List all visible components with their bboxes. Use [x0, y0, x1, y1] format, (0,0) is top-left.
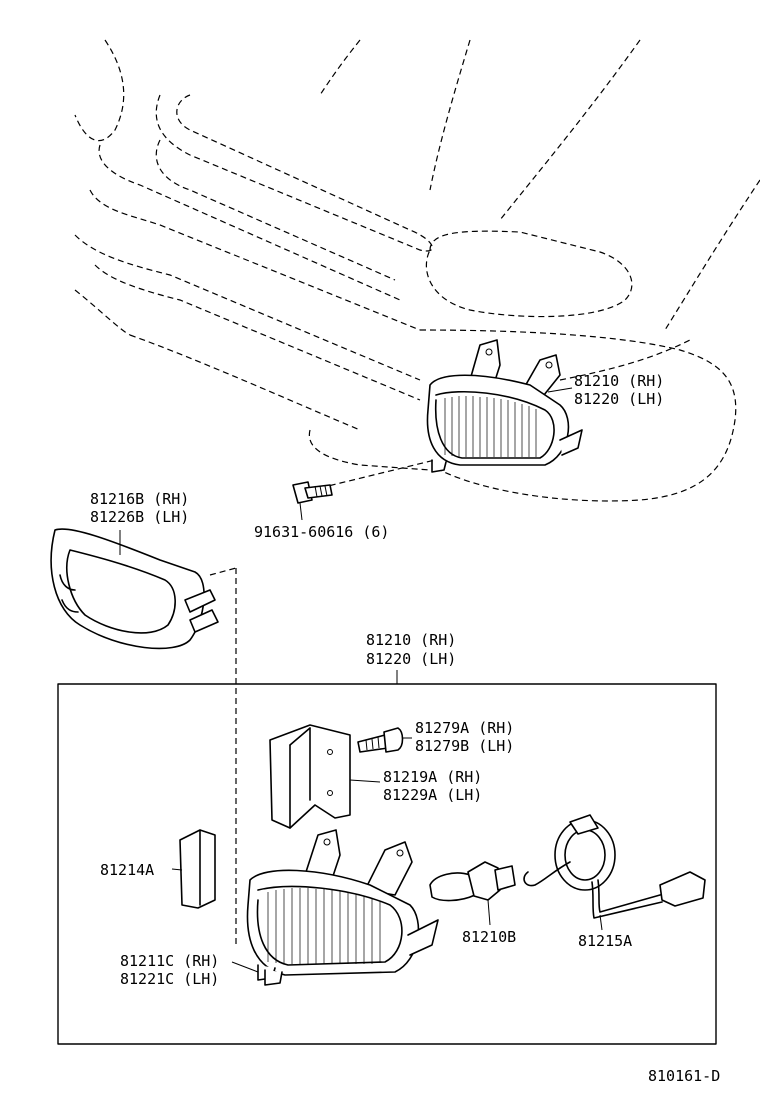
callout-socket: 81215A [578, 932, 632, 950]
callout-screw-small: 81279A (RH) 81279B (LH) [415, 719, 514, 755]
callout-screw: 91631-60616 (6) [254, 523, 389, 541]
svg-text:81220 (LH): 81220 (LH) [366, 650, 456, 668]
screw-91631 [292, 459, 436, 521]
svg-text:81214A: 81214A [100, 861, 154, 879]
bracket-81219a [269, 724, 381, 829]
svg-text:81226B (LH): 81226B (LH) [90, 508, 189, 526]
callout-clip: 81214A [100, 861, 154, 879]
bezel-81216b [50, 528, 219, 650]
svg-text:81215A: 81215A [578, 932, 632, 950]
screw-81279a [357, 727, 412, 753]
car-body-outline [74, 39, 760, 502]
svg-text:81210 (RH): 81210 (RH) [574, 372, 664, 390]
callout-bezel: 81216B (RH) 81226B (LH) [90, 490, 189, 526]
socket-81215a [523, 814, 706, 931]
callout-bracket: 81219A (RH) 81229A (LH) [383, 768, 482, 804]
svg-text:81279A (RH): 81279A (RH) [415, 719, 514, 737]
svg-text:81219A (RH): 81219A (RH) [383, 768, 482, 786]
svg-text:81210 (RH): 81210 (RH) [366, 631, 456, 649]
callout-lamp-unit: 81211C (RH) 81221C (LH) [120, 952, 219, 988]
svg-text:81229A (LH): 81229A (LH) [383, 786, 482, 804]
callout-bulb: 81210B [462, 928, 516, 946]
diagram-code: 810161-D [648, 1067, 720, 1085]
svg-text:81211C (RH): 81211C (RH) [120, 952, 219, 970]
svg-text:81279B (LH): 81279B (LH) [415, 737, 514, 755]
clip-81214a [171, 829, 216, 909]
svg-text:81220 (LH): 81220 (LH) [574, 390, 664, 408]
svg-text:81221C (LH): 81221C (LH) [120, 970, 219, 988]
lamp-unit-81211c [231, 829, 439, 986]
bulb-81210b [429, 861, 516, 926]
alignment-lines [209, 567, 237, 945]
callout-assembly: 81210 (RH) 81220 (LH) [366, 631, 456, 668]
installed-fog-lamp [426, 339, 583, 473]
svg-text:81210B: 81210B [462, 928, 516, 946]
assembly-box [57, 670, 717, 1045]
svg-text:81216B (RH): 81216B (RH) [90, 490, 189, 508]
callout-lamp-top: 81210 (RH) 81220 (LH) [574, 372, 664, 408]
svg-text:91631-60616 (6): 91631-60616 (6) [254, 523, 389, 541]
